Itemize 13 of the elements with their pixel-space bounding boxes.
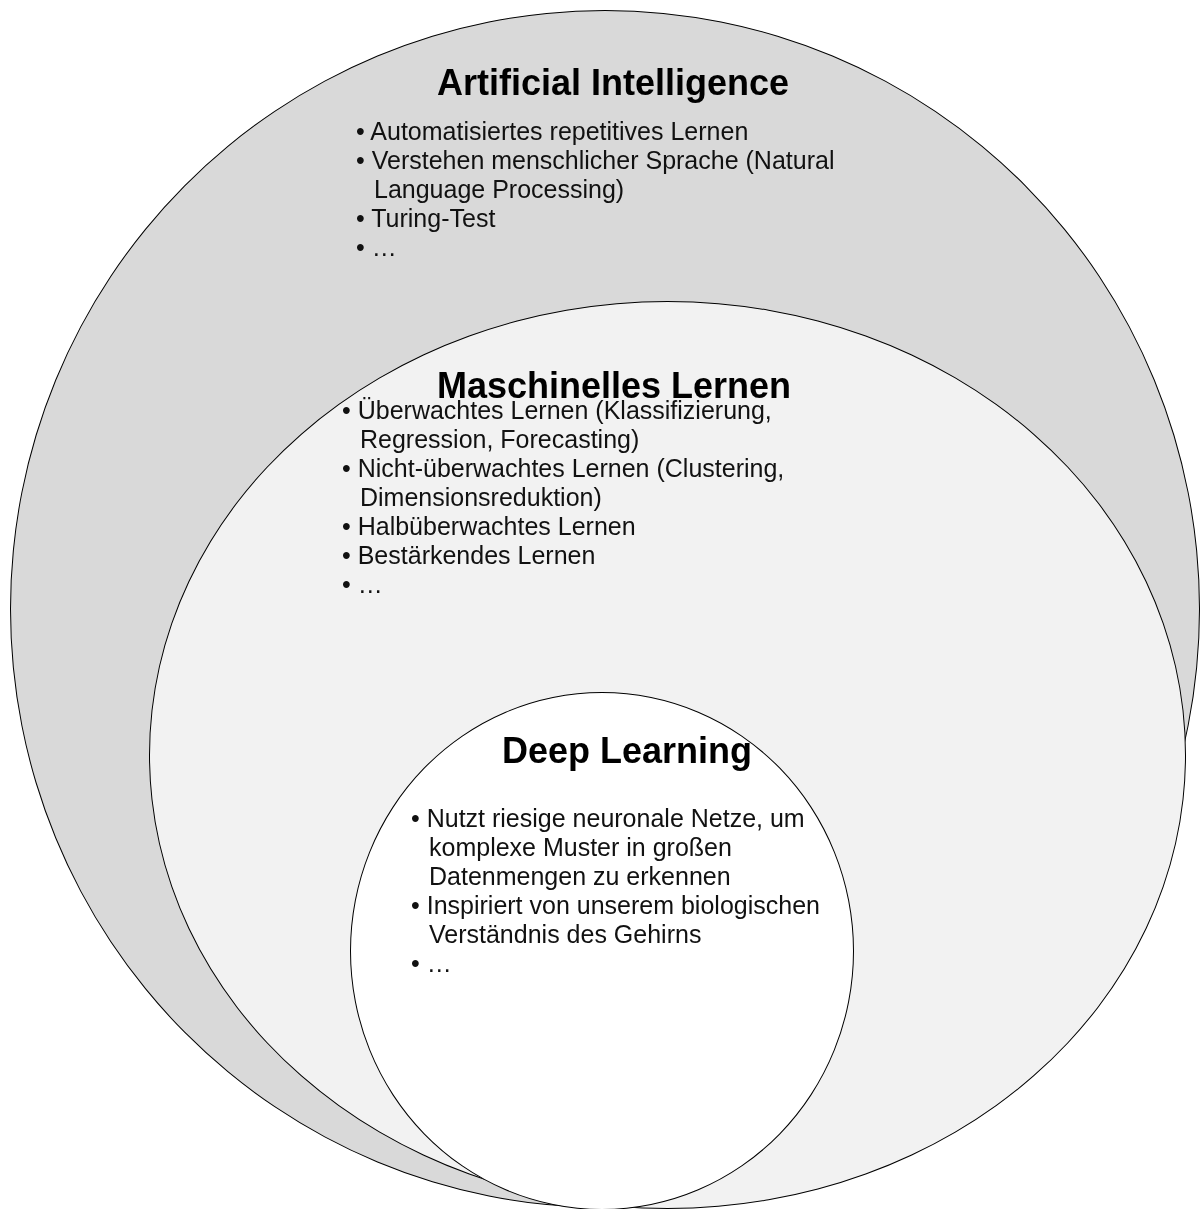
bullet-item: • Turing-Test xyxy=(356,204,497,233)
bullet-item: • Bestärkendes Lernen xyxy=(342,541,597,570)
circle-title: Artificial Intelligence xyxy=(436,61,790,105)
circle-title: Deep Learning xyxy=(501,729,753,773)
bullet-item: • … xyxy=(342,570,384,599)
bullet-item: • Nicht-überwachtes Lernen (Clustering, Dimensionsreduktion) xyxy=(342,454,786,512)
bullet-item: • Automatisiertes repetitives Lernen xyxy=(356,117,750,146)
bullet-item: • Nutzt riesige neuronale Netze, um komplexe Muster in großen Datenmengen zu erkennen xyxy=(411,804,806,891)
bullet-item: • … xyxy=(411,949,453,978)
bullet-item: • … xyxy=(356,233,398,262)
bullet-item: • Halbüberwachtes Lernen xyxy=(342,512,637,541)
bullet-item: • Inspiriert von unserem biologischen Verständnis des Gehirns xyxy=(411,891,821,949)
bullet-item: • Verstehen menschlicher Sprache (Natural Language Processing) xyxy=(356,146,836,204)
